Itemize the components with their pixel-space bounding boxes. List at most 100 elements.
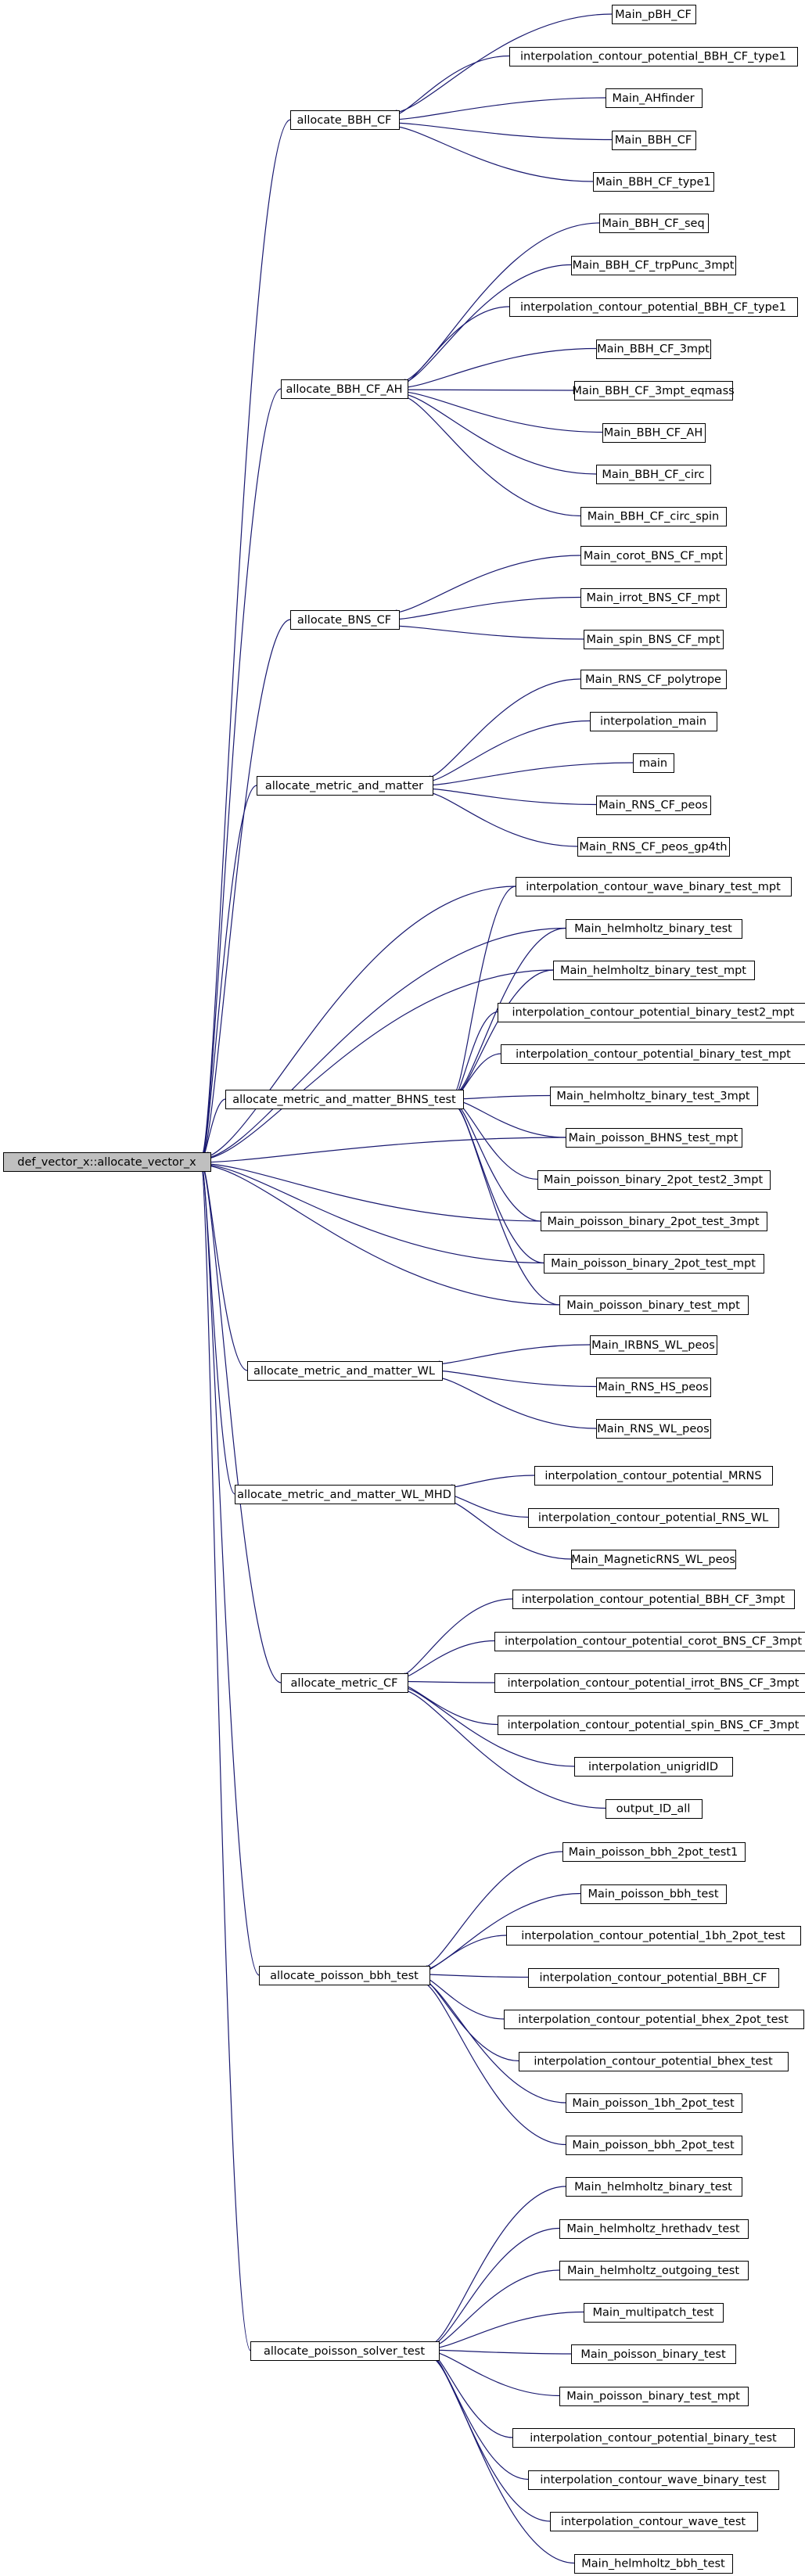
caller-node-main-rns-cf-peos[interactable]: Main_RNS_CF_peos [596,796,711,815]
caller-node-interpolation-contour-potential-bhex-2pot-test[interactable]: interpolation_contour_potential_bhex_2po… [504,2010,804,2029]
caller-node-main-bbh-cf-type1[interactable]: Main_BBH_CF_type1 [593,172,714,192]
caller-node-main-irrot-bns-cf-mpt[interactable]: Main_irrot_BNS_CF_mpt [580,588,727,608]
group-node-allocate-metric-and-matter-wl[interactable]: allocate_metric_and_matter_WL [247,1361,443,1381]
group-node-allocate-metric-and-matter-wl-mhd[interactable]: allocate_metric_and_matter_WL_MHD [235,1485,455,1504]
caller-node-main-multipatch-test-label: Main_multipatch_test [593,2307,714,2319]
caller-node-main-bbh-cf-seq-label: Main_BBH_CF_seq [602,217,704,230]
caller-node-main-spin-bns-cf-mpt[interactable]: Main_spin_BNS_CF_mpt [584,630,724,649]
caller-node-main-ahfinder[interactable]: Main_AHfinder [606,88,703,108]
caller-node-interpolation-contour-potential-mrns[interactable]: interpolation_contour_potential_MRNS [534,1466,773,1486]
caller-node-main-poisson-binary-test-mpt[interactable]: Main_poisson_binary_test_mpt [559,1295,749,1315]
caller-node-interpolation-contour-potential-bbh-cf-3mpt[interactable]: interpolation_contour_potential_BBH_CF_3… [512,1590,795,1609]
caller-node-interpolation-contour-potential-spin-bns-cf-3mpt[interactable]: interpolation_contour_potential_spin_BNS… [498,1716,805,1735]
caller-node-interpolation-contour-potential-binary-test-mpt-label: interpolation_contour_potential_binary_t… [516,1048,791,1061]
caller-node-main-bbh-cf-circ-spin[interactable]: Main_BBH_CF_circ_spin [580,507,727,526]
group-node-allocate-bns-cf[interactable]: allocate_BNS_CF [290,610,400,630]
caller-node-main-corot-bns-cf-mpt[interactable]: Main_corot_BNS_CF_mpt [580,546,727,566]
caller-node-main-poisson-binary-2pot-test2-3mpt[interactable]: Main_poisson_binary_2pot_test2_3mpt [537,1170,771,1190]
caller-node-interpolation-contour-potential-1bh-2pot-test[interactable]: interpolation_contour_potential_1bh_2pot… [506,1926,801,1945]
caller-node-main-rns-cf-peos-gp4th[interactable]: Main_RNS_CF_peos_gp4th [577,837,730,857]
caller-node-main-helmholtz-binary-test[interactable]: Main_helmholtz_binary_test [566,2177,742,2197]
root-node[interactable]: def_vector_x::allocate_vector_x [3,1152,211,1172]
edge-main-bbh-cf-3mpt-to-allocate-bbh-cf-ah [399,347,597,388]
caller-node-main-poisson-bbh-test[interactable]: Main_poisson_bbh_test [580,1884,727,1904]
group-node-allocate-poisson-bbh-test[interactable]: allocate_poisson_bbh_test [259,1966,430,1985]
edge-main-poisson-bbh-2pot-test-to-allocate-poisson-bbh-test [420,1981,566,2146]
caller-node-interpolation-contour-potential-binary-test2-mpt[interactable]: interpolation_contour_potential_binary_t… [498,1003,805,1022]
caller-node-main-magneticrns-wl-peos[interactable]: Main_MagneticRNS_WL_peos [571,1550,736,1569]
caller-node-interpolation-unigridid[interactable]: interpolation_unigridID [574,1757,733,1777]
caller-node-main-bbh-cf-3mpt-eqmass[interactable]: Main_BBH_CF_3mpt_eqmass [572,381,735,401]
caller-node-interpolation-contour-potential-binary-test[interactable]: interpolation_contour_potential_binary_t… [512,2428,795,2448]
caller-node-interpolation-contour-potential-rns-wl[interactable]: interpolation_contour_potential_RNS_WL [528,1508,779,1528]
caller-node-main-bbh-cf-circ-label: Main_BBH_CF_circ [602,469,704,481]
caller-node-interpolation-contour-potential-bbh-cf[interactable]: interpolation_contour_potential_BBH_CF [528,1968,779,1988]
caller-node-main-corot-bns-cf-mpt-label: Main_corot_BNS_CF_mpt [584,550,723,562]
caller-node-interpolation-contour-potential-bbh-cf-3mpt-label: interpolation_contour_potential_BBH_CF_3… [522,1593,785,1606]
caller-node-main-bbh-cf-circ-spin-label: Main_BBH_CF_circ_spin [588,511,719,523]
caller-node-main-bbh-cf-ah[interactable]: Main_BBH_CF_AH [602,423,706,443]
caller-node-interpolation-contour-potential-corot-bns-cf-3mpt[interactable]: interpolation_contour_potential_corot_BN… [494,1632,805,1651]
caller-node-main-poisson-binary-test[interactable]: Main_poisson_binary_test [571,2344,736,2364]
caller-node-interpolation-contour-potential-binary-test-mpt[interactable]: interpolation_contour_potential_binary_t… [501,1044,805,1064]
caller-node-main-rns-wl-peos[interactable]: Main_RNS_WL_peos [596,1419,711,1439]
caller-node-main-poisson-1bh-2pot-test[interactable]: Main_poisson_1bh_2pot_test [566,2093,742,2113]
caller-node-interpolation-contour-wave-binary-test-mpt[interactable]: interpolation_contour_wave_binary_test_m… [516,877,792,896]
caller-node-interpolation-contour-potential-mrns-label: interpolation_contour_potential_MRNS [544,1470,761,1482]
caller-node-main-bbh-cf[interactable]: Main_BBH_CF [612,131,696,150]
edge-main-bbh-cf-circ-spin-to-allocate-bbh-cf-ah [399,395,581,517]
edge-interpolation-contour-potential-mrns-to-allocate-metric-and-matter-wl-mhd [446,1475,535,1488]
caller-node-interpolation-contour-potential-bhex-test-label: interpolation_contour_potential_bhex_tes… [534,2056,773,2068]
caller-node-interpolation-contour-wave-binary-test[interactable]: interpolation_contour_wave_binary_test [528,2470,779,2490]
caller-node-main-helmholtz-binary-test-3mpt[interactable]: Main_helmholtz_binary_test_3mpt [550,1087,758,1106]
caller-node-interpolation-contour-potential-bbh-cf-type1[interactable]: interpolation_contour_potential_BBH_CF_t… [509,47,798,66]
caller-node-main-helmholtz-binary-test-mpt[interactable]: Main_helmholtz_binary_test_mpt [553,961,755,980]
group-node-allocate-bbh-cf[interactable]: allocate_BBH_CF [290,110,400,130]
caller-node-main-poisson-bbh-2pot-test[interactable]: Main_poisson_bbh_2pot_test [566,2136,742,2155]
caller-node-main-bbh-cf-circ[interactable]: Main_BBH_CF_circ [596,465,711,484]
edge-main-rns-wl-peos-to-allocate-metric-and-matter-wl [433,1377,597,1429]
caller-node-main-bbh-cf-trppunc-3mpt-label: Main_BBH_CF_trpPunc_3mpt [573,260,735,272]
caller-node-main-helmholtz-bbh-test[interactable]: Main_helmholtz_bbh_test [574,2554,733,2574]
caller-node-main-irbns-wl-peos[interactable]: Main_IRBNS_WL_peos [590,1335,717,1355]
caller-node-interpolation-contour-potential-bhex-test[interactable]: interpolation_contour_potential_bhex_tes… [519,2052,789,2071]
caller-node-interpolation-main[interactable]: interpolation_main [590,712,717,731]
caller-node-main-poisson-bbh-2pot-test1[interactable]: Main_poisson_bbh_2pot_test1 [562,1842,746,1862]
group-node-allocate-metric-cf[interactable]: allocate_metric_CF [281,1673,408,1693]
group-node-allocate-metric-and-matter[interactable]: allocate_metric_and_matter [257,776,433,796]
caller-node-main-helmholtz-outgoing-test[interactable]: Main_helmholtz_outgoing_test [559,2261,749,2280]
caller-node-main[interactable]: main [633,753,674,773]
caller-node-interpolation-main-label: interpolation_main [600,716,706,728]
caller-node-main-poisson-binary-2pot-test-3mpt[interactable]: Main_poisson_binary_2pot_test_3mpt [541,1212,767,1231]
caller-node-main-poisson-binary-test-mpt[interactable]: Main_poisson_binary_test_mpt [559,2387,749,2406]
caller-node-main-rns-cf-polytrope[interactable]: Main_RNS_CF_polytrope [580,670,727,689]
edge-main-helmholtz-binary-test-to-root [200,927,566,1159]
caller-node-main-helmholtz-binary-test[interactable]: Main_helmholtz_binary_test [566,919,742,939]
caller-node-main-poisson-binary-2pot-test-mpt[interactable]: Main_poisson_binary_2pot_test_mpt [544,1254,764,1274]
edge-main-helmholtz-hrethadv-test-to-allocate-poisson-solver-test [429,2227,560,2346]
edge-main-bbh-cf-to-allocate-bbh-cf [390,123,613,141]
caller-node-main-bbh-cf-seq[interactable]: Main_BBH_CF_seq [599,214,709,233]
caller-node-interpolation-contour-potential-irrot-bns-cf-3mpt[interactable]: interpolation_contour_potential_irrot_BN… [494,1673,805,1693]
group-node-allocate-poisson-solver-test[interactable]: allocate_poisson_solver_test [250,2341,440,2361]
caller-node-interpolation-contour-wave-test[interactable]: interpolation_contour_wave_test [550,2512,758,2531]
group-node-allocate-metric-and-matter-bhns-test[interactable]: allocate_metric_and_matter_BHNS_test [225,1090,464,1109]
caller-node-main-ahfinder-label: Main_AHfinder [612,92,694,105]
edge-main-helmholtz-binary-test-mpt-to-root [200,969,554,1160]
caller-node-main-bbh-cf-3mpt[interactable]: Main_BBH_CF_3mpt [596,340,711,359]
caller-node-main-poisson-bhns-test-mpt[interactable]: Main_poisson_BHNS_test_mpt [566,1128,742,1148]
edge-main-multipatch-test-to-allocate-poisson-solver-test [430,2311,584,2349]
caller-node-interpolation-contour-potential-bbh-cf-label: interpolation_contour_potential_BBH_CF [539,1972,767,1985]
caller-node-main-rns-hs-peos[interactable]: Main_RNS_HS_peos [596,1378,711,1397]
group-node-allocate-bbh-cf-label: allocate_BBH_CF [296,114,391,127]
caller-node-main-multipatch-test[interactable]: Main_multipatch_test [584,2303,724,2323]
group-node-allocate-metric-and-matter-bhns-test-label: allocate_metric_and_matter_BHNS_test [232,1094,456,1106]
caller-node-main-pbh-cf[interactable]: Main_pBH_CF [612,5,696,24]
caller-node-interpolation-contour-potential-bbh-cf-type1[interactable]: interpolation_contour_potential_BBH_CF_t… [509,297,798,317]
edge-interpolation-contour-potential-corot-bns-cf-3mpt-to-allocate-metric-cf [398,1640,495,1680]
caller-node-main-helmholtz-hrethadv-test[interactable]: Main_helmholtz_hrethadv_test [559,2219,749,2239]
group-node-allocate-bbh-cf-ah[interactable]: allocate_BBH_CF_AH [281,379,408,399]
caller-node-output-id-all[interactable]: output_ID_all [606,1799,703,1819]
caller-node-main-poisson-bbh-test-label: Main_poisson_bbh_test [588,1888,718,1901]
caller-node-main-bbh-cf-trppunc-3mpt[interactable]: Main_BBH_CF_trpPunc_3mpt [571,256,736,275]
